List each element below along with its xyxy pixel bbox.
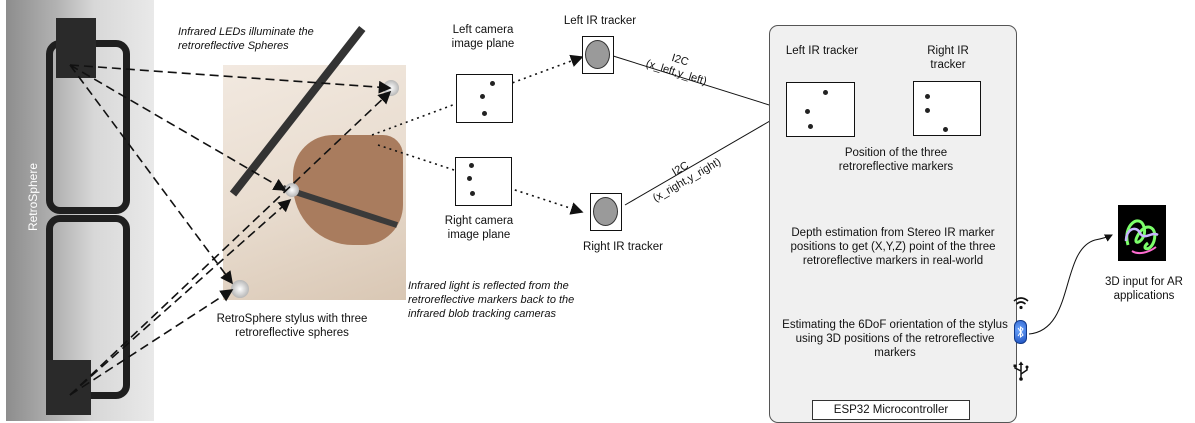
right-camera-plane <box>455 157 512 206</box>
marker-dot <box>808 124 813 129</box>
esp32-label: ESP32 Microcontroller <box>833 404 949 416</box>
marker-dot <box>480 94 485 99</box>
right-ir-tracker <box>590 193 622 231</box>
retroreflective-sphere <box>285 183 299 197</box>
hand <box>293 135 403 245</box>
marker-dot <box>943 127 948 132</box>
left-plane-label: Left camera image plane <box>451 24 515 50</box>
wifi-icon <box>1013 296 1029 310</box>
tracker-lens <box>585 40 610 69</box>
marker-dot <box>823 90 828 95</box>
glasses-photo: RetroSphere <box>6 0 154 421</box>
marker-dot <box>805 109 810 114</box>
left-ir-tracker <box>582 36 614 74</box>
illumination-lines <box>69 64 392 396</box>
stylus-photo <box>223 26 406 300</box>
i2c-lines <box>609 54 783 206</box>
marker-dot <box>469 163 474 168</box>
led-board <box>46 360 91 415</box>
usb-icon <box>1012 361 1030 381</box>
marker-dot <box>467 176 472 181</box>
marker-dot <box>470 191 475 196</box>
ar-output-image <box>1118 205 1166 261</box>
step-depth-estimation: Depth estimation from Stereo IR marker p… <box>790 227 996 267</box>
marker-dot <box>925 108 930 113</box>
bluetooth-icon <box>1014 320 1027 344</box>
marker-dot <box>925 94 930 99</box>
stylus-caption: RetroSphere stylus with three retrorefle… <box>216 313 368 339</box>
illumination-annotation: Infrared LEDs illuminate the retroreflec… <box>178 26 314 52</box>
mc-left-tracker-plane <box>786 82 855 137</box>
tracker-lens <box>593 197 618 226</box>
right-plane-label: Right camera image plane <box>444 215 514 241</box>
marker-dot <box>490 81 495 86</box>
marker-dot <box>482 111 487 116</box>
step-6dof-estimation: Estimating the 6DoF orientation of the s… <box>782 319 1008 359</box>
mc-right-tracker-plane <box>913 81 981 136</box>
mc-left-tracker-label: Left IR tracker <box>785 45 859 57</box>
left-camera-plane <box>456 74 513 123</box>
ar-output-label: 3D input for AR applications <box>1105 276 1183 302</box>
step-positions: Position of the three retroreflective ma… <box>838 147 954 173</box>
reflection-lines <box>371 54 584 215</box>
reflection-annotation: Infrared light is reflected from the ret… <box>408 280 575 320</box>
mc-right-tracker-label: Right IR tracker <box>927 45 969 71</box>
esp32-label-box: ESP32 Microcontroller <box>812 400 970 420</box>
left-tracker-label: Left IR tracker <box>563 15 637 27</box>
right-tracker-label: Right IR tracker <box>583 241 663 253</box>
retroreflective-sphere <box>231 280 249 298</box>
output-curve <box>1028 234 1113 335</box>
